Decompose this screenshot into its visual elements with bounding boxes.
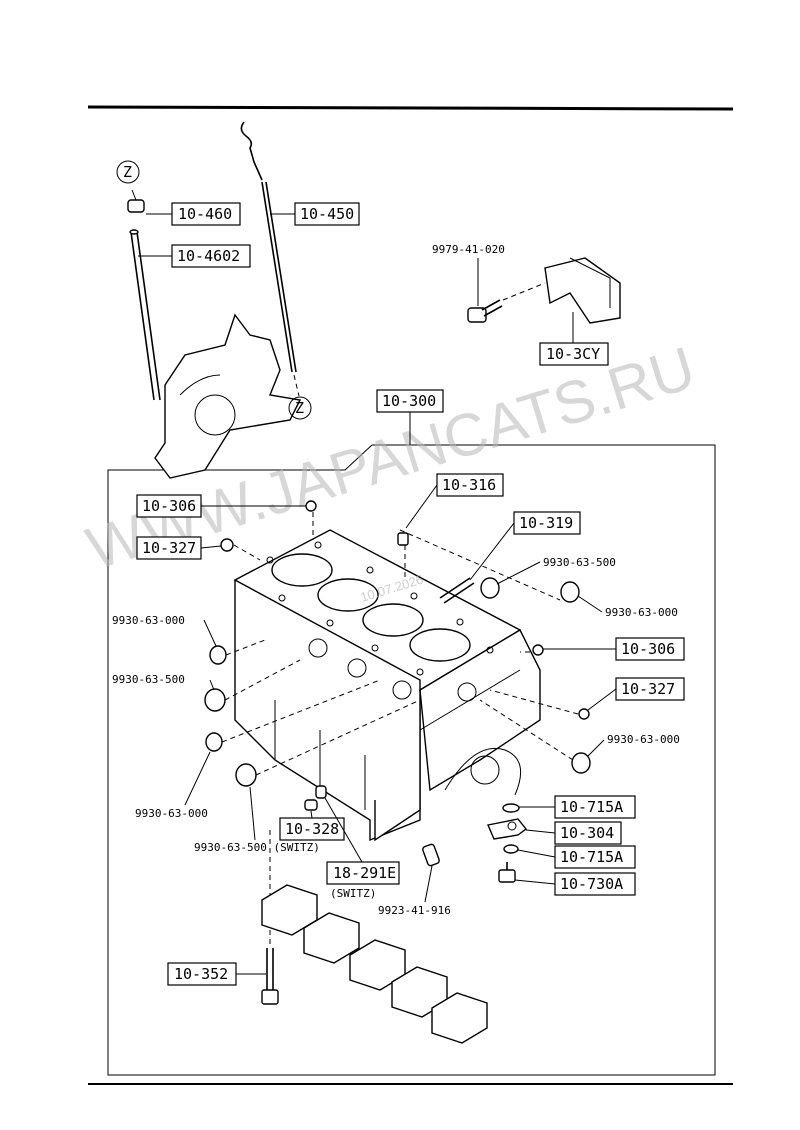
callout-10-319: 10-319 [519, 514, 573, 532]
plug-306-right-illustration [532, 644, 544, 656]
callout-10-327-left: 10-327 [142, 539, 196, 557]
top-rule [87, 105, 734, 111]
callout-10-304: 10-304 [560, 824, 614, 842]
callout-9930-63-500-switz: 9930-63-500 (SWITZ) [194, 841, 320, 854]
callout-10-730a: 10-730A [560, 875, 623, 893]
callout-10-715a-top: 10-715A [560, 798, 623, 816]
ref-z-bottom: Z [288, 396, 312, 420]
cylinder-block-illustration [233, 529, 541, 842]
plug-000-right-illustration [571, 752, 591, 774]
callout-10-352: 10-352 [174, 965, 228, 983]
plug-500-top-illustration [480, 577, 500, 599]
bracket-304-illustration [487, 818, 527, 840]
callout-9930-63-500-top: 9930-63-500 [543, 556, 616, 569]
block-group-frame [107, 444, 716, 1076]
callout-9930-63-000-left: 9930-63-000 [112, 614, 185, 627]
front-cover-illustration [154, 313, 302, 479]
callout-10-316: 10-316 [442, 476, 496, 494]
bolt-9979-illustration [467, 299, 503, 323]
callout-10-715a-bottom: 10-715A [560, 848, 623, 866]
plug-327-left-illustration [220, 538, 234, 552]
callout-9930-63-000-topright: 9930-63-000 [605, 606, 678, 619]
plug-327-right-illustration [578, 708, 590, 720]
callout-18-291e: 18-291E [333, 864, 396, 882]
callout-10-306-right: 10-306 [621, 640, 675, 658]
plug-316-illustration [397, 532, 409, 546]
part-291e-illustration [315, 785, 327, 799]
washer-715a-bottom-illustration [503, 844, 519, 854]
callout-10-328: 10-328 [285, 820, 339, 838]
callout-9930-63-000-right: 9930-63-000 [607, 733, 680, 746]
plug-000-left-illustration [209, 645, 227, 665]
bolt-352-illustration [261, 948, 279, 1005]
bearing-caps-illustration [261, 884, 488, 1044]
ref-z-bottom-label: Z [295, 399, 304, 417]
callout-10-306-left: 10-306 [142, 497, 196, 515]
plug-000-bottom-illustration [205, 732, 223, 752]
plug-500-left-illustration [204, 688, 226, 712]
oil-tube-illustration [127, 199, 161, 401]
callout-18-291e-note: (SWITZ) [330, 887, 376, 900]
callout-10-460: 10-460 [178, 205, 232, 223]
part-328-illustration [304, 799, 318, 811]
callout-10-3cy: 10-3CY [546, 345, 600, 363]
callout-10-300: 10-300 [382, 392, 436, 410]
washer-715a-top-illustration [502, 803, 520, 813]
callout-10-327-right: 10-327 [621, 680, 675, 698]
callout-9930-63-000-bottom: 9930-63-000 [135, 807, 208, 820]
ref-z-top: Z [116, 160, 140, 184]
callout-9930-63-500-left: 9930-63-500 [112, 673, 185, 686]
callout-9923-41-916: 9923-41-916 [378, 904, 451, 917]
plug-000-topright-illustration [560, 581, 580, 603]
bolt-730a-illustration [498, 862, 516, 883]
callout-10-450: 10-450 [300, 205, 354, 223]
callout-9979-41-020: 9979-41-020 [432, 243, 505, 256]
callout-10-4602: 10-4602 [177, 247, 240, 265]
ref-z-top-label: Z [123, 163, 132, 181]
pin-9923-illustration [422, 843, 440, 867]
stud-319-illustration [439, 577, 475, 604]
plug-500-switz-illustration [235, 763, 257, 787]
cover-3cy-illustration [544, 257, 621, 324]
